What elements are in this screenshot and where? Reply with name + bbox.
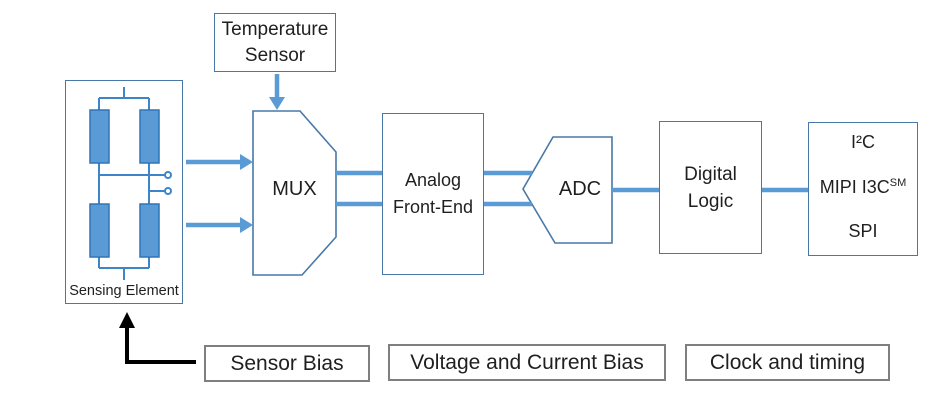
signal-connectors (336, 170, 808, 207)
sensor-bias-arrow-shaft (125, 326, 196, 364)
afe-label-line2: Front-End (392, 197, 474, 217)
digital-logic-block: Digital Logic (659, 121, 762, 254)
bridge-terminal-upper (164, 171, 172, 179)
mux-shape (252, 110, 337, 276)
temperature-sensor-label-line2: Sensor (244, 44, 306, 66)
sensor-bias-block: Sensor Bias (204, 345, 370, 382)
resistor-bottom-right (139, 203, 160, 258)
bridge-resistors (89, 109, 160, 258)
analog-front-end-block: Analog Front-End (382, 113, 484, 275)
voltage-current-bias-label: Voltage and Current Bias (410, 350, 644, 374)
sensor-bias-arrow (119, 312, 196, 364)
interface-block: I²C MIPI I3CSM SPI (808, 122, 918, 256)
resistor-top-right (139, 109, 160, 164)
sensing-element-label: Sensing Element (69, 283, 179, 299)
bridge-terminal-lower (164, 187, 172, 195)
interface-spi-label: SPI (848, 221, 878, 241)
adc-label: ADC (558, 178, 602, 200)
clock-timing-label: Clock and timing (709, 350, 866, 374)
adc-shape (522, 136, 613, 244)
sensor-bias-label: Sensor Bias (230, 351, 344, 375)
interface-mipi-superscript: SM (889, 176, 907, 189)
interface-mipi-label: MIPI I3CSM (820, 177, 907, 198)
mux-label: MUX (272, 178, 317, 200)
digital-logic-label-line1: Digital (684, 163, 737, 185)
temperature-sensor-label-line1: Temperature (221, 18, 329, 40)
resistor-bottom-left (89, 203, 110, 258)
clock-timing-block: Clock and timing (685, 344, 890, 381)
sensing-to-mux-arrow-upper-head (240, 154, 253, 170)
sensor-bias-arrow-head (119, 312, 135, 328)
resistor-top-left (89, 109, 110, 164)
sensing-to-mux-arrow-lower-head (240, 217, 253, 233)
blue-arrows (186, 74, 285, 233)
temp-to-mux-arrow-head (269, 97, 285, 110)
temperature-sensor-block: Temperature Sensor (214, 13, 336, 72)
afe-label-line1: Analog (404, 170, 462, 190)
voltage-current-bias-block: Voltage and Current Bias (388, 344, 666, 381)
sensing-element-block: Sensing Element (65, 80, 183, 304)
interface-i2c-label: I²C (851, 132, 875, 152)
digital-logic-label-line2: Logic (687, 190, 734, 212)
interface-mipi-text: MIPI I3C (819, 176, 890, 197)
